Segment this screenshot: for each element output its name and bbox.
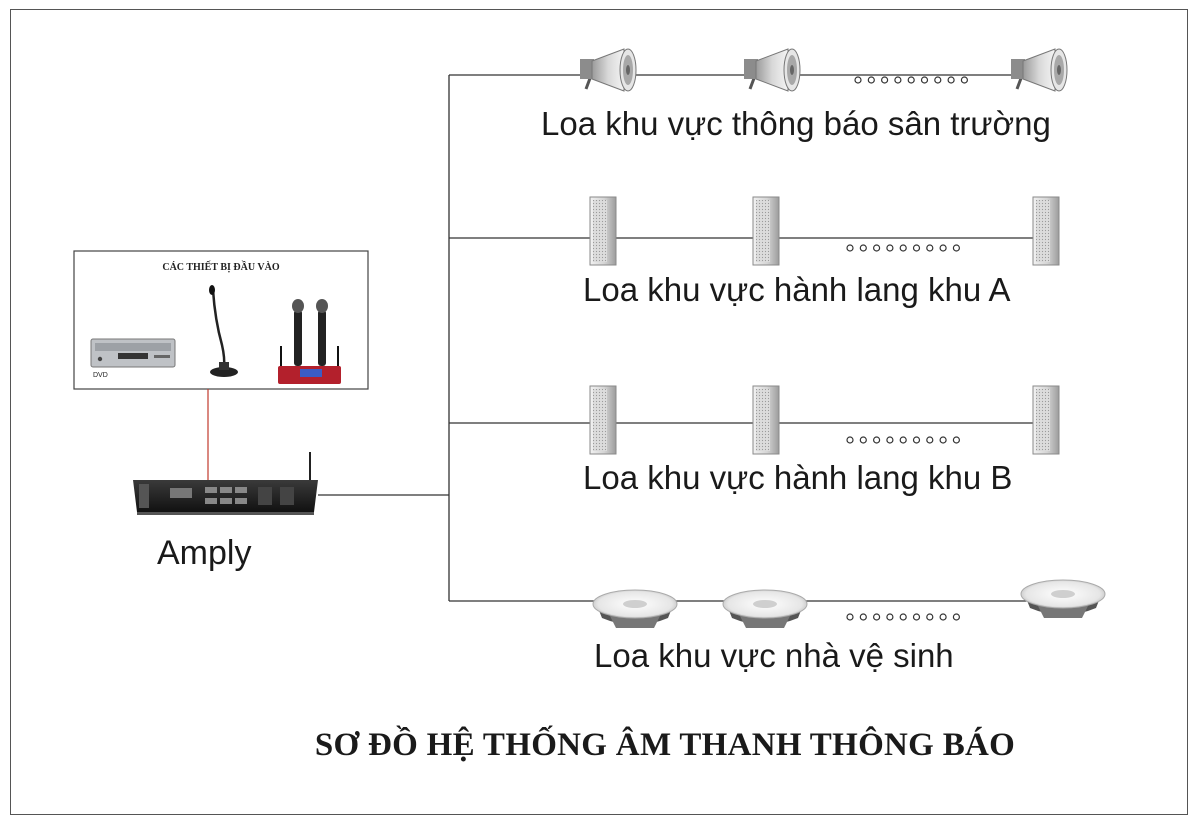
dvd-player-icon	[90, 338, 176, 368]
ceiling-speaker-icon	[1020, 579, 1106, 619]
continuation-dot	[926, 613, 934, 621]
continuation-dot	[939, 436, 947, 444]
diagram-title: SƠ ĐỒ HỆ THỐNG ÂM THANH THÔNG BÁO	[314, 727, 1016, 763]
zone4-speakers	[592, 579, 1106, 629]
continuation-dot	[920, 76, 929, 84]
zone4-label: Loa khu vực nhà vệ sinh	[594, 637, 954, 674]
continuation-dot	[952, 436, 961, 444]
continuation-dot	[926, 436, 934, 444]
continuation-dot	[926, 244, 934, 252]
continuation-dot	[859, 613, 867, 621]
gooseneck-mic-icon	[209, 285, 238, 377]
continuation-dot	[939, 244, 947, 252]
continuation-dot	[899, 244, 907, 252]
continuation-dots	[846, 76, 969, 621]
trunk-lines	[318, 74, 1035, 602]
continuation-dot	[934, 76, 942, 84]
continuation-dot	[859, 436, 867, 444]
amplifier-label: Amply	[157, 534, 252, 572]
column-speaker-icon	[589, 196, 617, 266]
zone3-speakers	[589, 385, 1060, 455]
continuation-dot	[846, 436, 854, 444]
continuation-dot	[886, 244, 894, 252]
continuation-dot	[880, 76, 889, 84]
continuation-dot	[886, 436, 894, 444]
diagram-frame	[10, 9, 1188, 815]
continuation-dot	[907, 76, 915, 84]
continuation-dot	[886, 613, 894, 621]
continuation-dot	[872, 436, 881, 444]
continuation-dot	[899, 436, 907, 444]
continuation-dot	[872, 244, 881, 252]
continuation-dot	[867, 76, 875, 84]
continuation-dot	[859, 244, 867, 252]
continuation-dot	[894, 76, 902, 84]
continuation-dot	[952, 244, 961, 252]
horn-speaker-icon	[742, 47, 802, 93]
continuation-dot	[952, 613, 961, 621]
amplifier-icon	[133, 452, 318, 515]
column-speaker-icon	[589, 385, 617, 455]
column-speaker-icon	[752, 385, 780, 455]
dvd-label: DVD	[93, 372, 108, 379]
wireless-mic-icon	[278, 299, 341, 384]
continuation-dot	[960, 76, 969, 84]
continuation-dot	[912, 436, 921, 444]
continuation-dot	[872, 613, 881, 621]
zone3-label: Loa khu vực hành lang khu B	[583, 459, 1013, 496]
ceiling-speaker-icon	[592, 589, 678, 629]
zone2-speakers	[589, 196, 1060, 266]
zone1-speakers	[578, 47, 1069, 93]
horn-speaker-icon	[1009, 47, 1069, 93]
continuation-dot	[846, 613, 854, 621]
input-devices-title: CÁC THIẾT BỊ ĐẦU VÀO	[162, 262, 280, 273]
continuation-dot	[939, 613, 947, 621]
horn-speaker-icon	[578, 47, 638, 93]
ceiling-speaker-icon	[722, 589, 808, 629]
zone2-label: Loa khu vực hành lang khu A	[583, 271, 1011, 308]
column-speaker-icon	[1032, 385, 1060, 455]
continuation-dot	[846, 244, 854, 252]
continuation-dot	[947, 76, 955, 84]
zone1-label: Loa khu vực thông báo sân trường	[541, 105, 1051, 142]
continuation-dot	[899, 613, 907, 621]
column-speaker-icon	[752, 196, 780, 266]
column-speaker-icon	[1032, 196, 1060, 266]
continuation-dot	[854, 76, 862, 84]
continuation-dot	[912, 244, 921, 252]
continuation-dot	[912, 613, 921, 621]
